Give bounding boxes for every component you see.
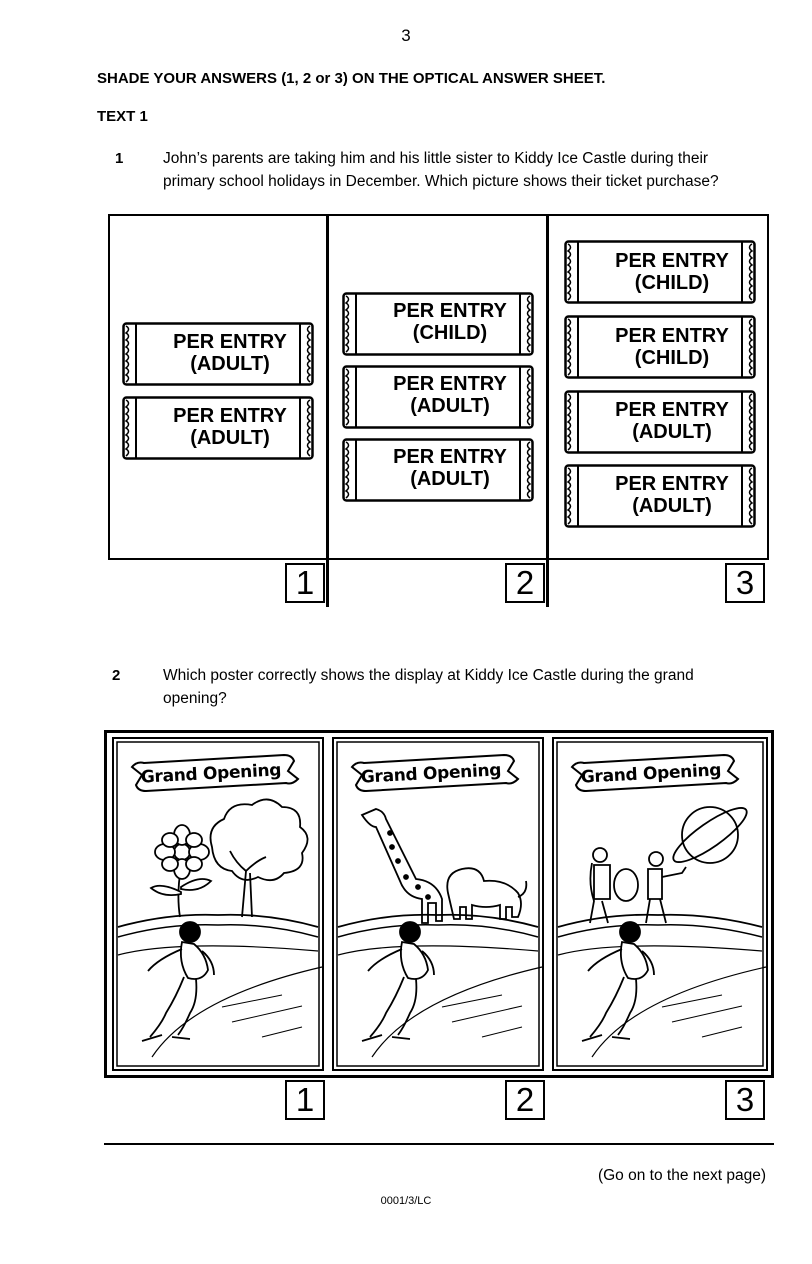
question-1-options-frame [108,214,769,560]
question-2-option-2-label[interactable]: 2 [505,1080,545,1120]
instruction: SHADE YOUR ANSWERS (1, 2 or 3) ON THE OP… [97,70,606,87]
flower-icon [149,824,213,918]
skater-icon [581,921,655,1042]
ticket-line1: PER ENTRY [393,373,507,395]
ticket-icon [564,390,756,454]
paper-code: 0001/3/LC [380,1195,432,1207]
go-to-next-page-text: (Go on to the next page) [597,1167,766,1184]
section-title: TEXT 1 [97,108,148,125]
question-2-options-frame [104,730,774,1078]
question-1-number: 1 [115,150,124,167]
page-number: 3 [401,26,411,45]
ticket-line2: (ADULT) [632,421,712,443]
question-2-option-3-label[interactable]: 3 [725,1080,765,1120]
poster-marching-band-and-planet [552,737,768,1071]
ticket-line2: (ADULT) [632,495,712,517]
ticket-icon [564,464,756,528]
ticket-icon [342,292,534,356]
ticket-line2: (CHILD) [634,347,710,369]
drummer-icon [589,847,639,924]
trumpeter-icon [645,851,687,924]
ticket-line2: (ADULT) [410,468,490,490]
skater-icon [361,921,435,1042]
ticket-line1: PER ENTRY [393,300,507,322]
ticket-icon [342,438,534,502]
ticket-line2: (ADULT) [190,353,270,375]
question-2-text-line1: Which poster correctly shows the display… [163,667,694,684]
ticket-icon [122,396,314,460]
giraffe-icon [360,808,443,924]
lion-icon [446,867,528,920]
ticket-icon [122,322,314,386]
question-1-option-3-label[interactable]: 3 [725,563,765,603]
poster-giraffe-and-lion [332,737,544,1071]
ticket-line1: PER ENTRY [615,399,729,421]
question-1-text-line1: John’s parents are taking him and his li… [163,150,709,167]
question-1-divider [546,214,549,607]
question-1-text-line2: primary school holidays in December. Whi… [163,173,719,190]
ticket-line1: PER ENTRY [173,405,287,427]
banner-ribbon-icon [350,753,520,793]
tree-icon [209,798,309,918]
ticket-line1: PER ENTRY [173,331,287,353]
question-1-divider [326,214,329,607]
ticket-line2: (ADULT) [190,427,270,449]
banner-ribbon-icon [570,753,740,793]
question-2-number: 2 [112,667,121,684]
banner-ribbon-icon [130,753,300,793]
poster-flower-and-tree [112,737,324,1071]
question-2-text-line2: opening? [163,690,227,707]
footer-rule [104,1143,774,1145]
planet-icon [672,806,748,864]
ticket-icon [342,365,534,429]
ticket-line1: PER ENTRY [615,325,729,347]
ticket-icon [564,240,756,304]
skater-icon [141,921,215,1042]
question-1-option-1-label[interactable]: 1 [285,563,325,603]
ticket-line2: (CHILD) [412,322,488,344]
ticket-line1: PER ENTRY [615,250,729,272]
ticket-line1: PER ENTRY [615,473,729,495]
ticket-icon [564,315,756,379]
ticket-line2: (CHILD) [634,272,710,294]
ticket-line2: (ADULT) [410,395,490,417]
question-2-option-1-label[interactable]: 1 [285,1080,325,1120]
question-1-option-2-label[interactable]: 2 [505,563,545,603]
ticket-line1: PER ENTRY [393,446,507,468]
